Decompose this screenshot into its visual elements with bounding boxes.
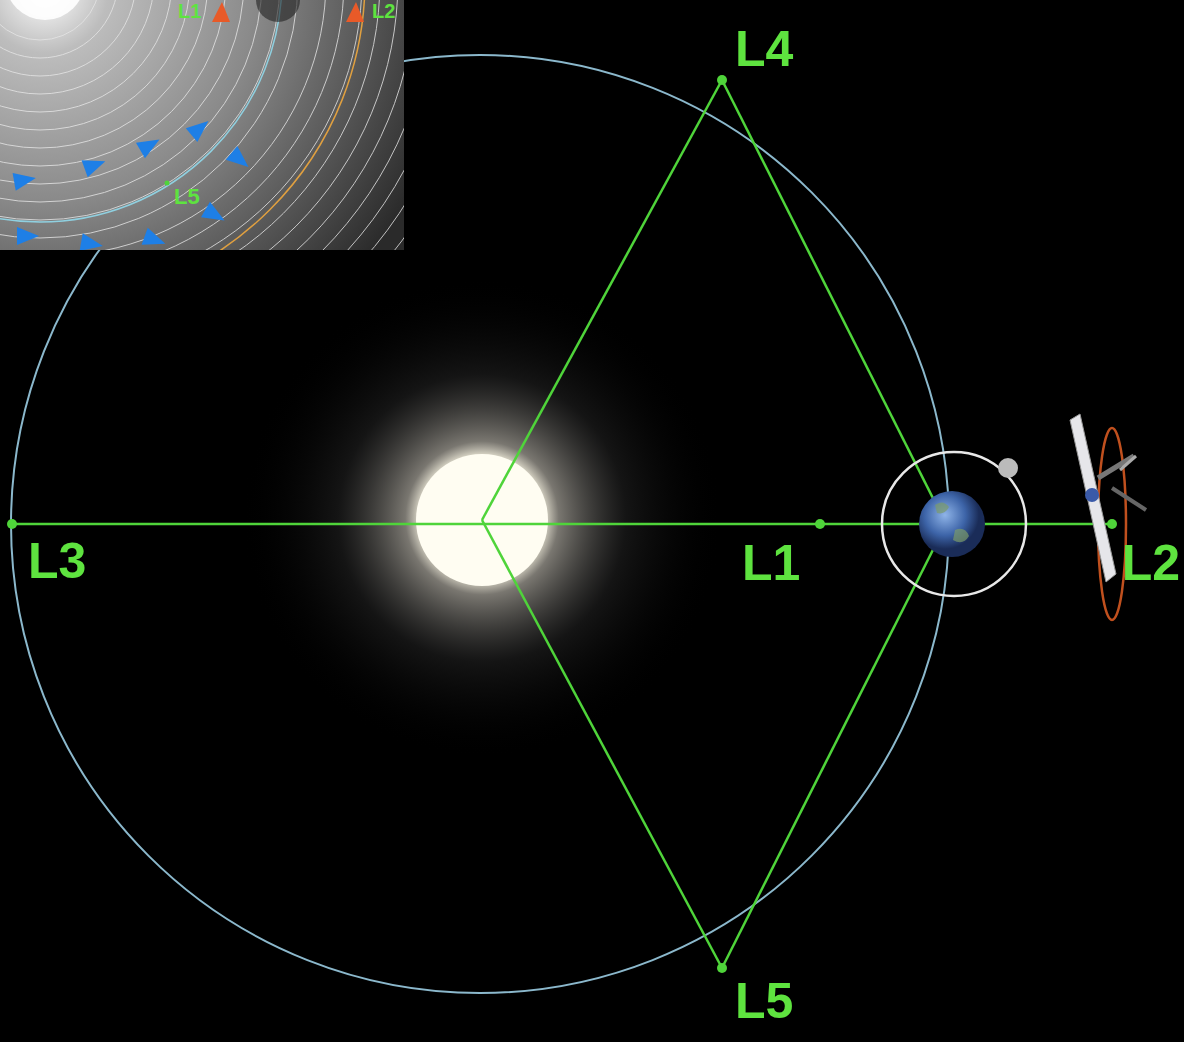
point-label: L1 [178, 1, 201, 21]
flow-arrow [80, 233, 105, 250]
moon-orbit [882, 452, 1026, 596]
point-label: L5 [735, 976, 793, 1026]
flow-arrow [142, 228, 169, 250]
contour-line [0, 0, 244, 184]
contour-line [0, 0, 404, 250]
point-label: L2 [372, 1, 395, 21]
flow-arrow [136, 132, 164, 159]
contour-line [0, 0, 280, 220]
flow-arrow [201, 202, 229, 229]
contour-line [0, 0, 404, 250]
contour-line [0, 0, 344, 250]
contour-line [0, 0, 100, 40]
contour-line [0, 0, 404, 250]
contour-line [0, 0, 136, 76]
contour-line [0, 0, 404, 250]
contour-line [0, 0, 262, 202]
potential-inset [0, 0, 404, 250]
contour-line [0, 0, 404, 250]
contour-line [0, 0, 380, 250]
flow-arrow [82, 153, 109, 177]
contour-line [0, 0, 362, 250]
point-label: L5 [174, 186, 200, 208]
flow-arrow [17, 227, 39, 245]
point-label: L3 [28, 536, 86, 586]
contour-line [0, 0, 118, 58]
contour-line [0, 0, 398, 250]
contour-line [0, 0, 326, 250]
earth [919, 491, 985, 557]
contour-line [0, 0, 172, 112]
point-label: L4 [735, 24, 793, 74]
contour-line [0, 0, 154, 94]
flow-arrow [13, 169, 38, 191]
flow-arrow [226, 146, 254, 174]
point-label: L2 [1122, 538, 1180, 588]
contour-line [0, 0, 190, 130]
point-label: L1 [742, 538, 800, 588]
contour-line [0, 0, 298, 238]
earth-land [935, 502, 969, 542]
flow-arrow [186, 114, 214, 142]
contour-line [0, 0, 208, 148]
contour-line [0, 0, 404, 250]
moon [998, 458, 1018, 478]
